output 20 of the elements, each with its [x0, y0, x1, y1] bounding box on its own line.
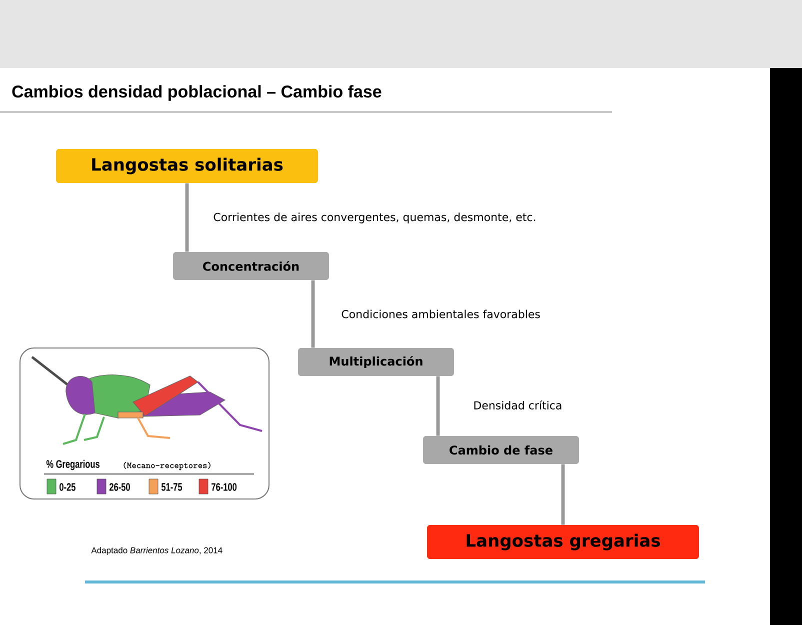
- legend-label: 51-75: [161, 483, 182, 491]
- edge-label: Corrientes de aires convergentes, quemas, desmonte, etc.: [212, 212, 538, 224]
- connector-line: [185, 183, 189, 252]
- legend-subtitle: (Mecano-receptores): [124, 462, 210, 470]
- title-box: Langostas solitarias: [56, 149, 318, 183]
- legend-label: 26-50: [109, 483, 130, 491]
- legend-label: 76-100: [212, 483, 237, 491]
- title-box: Langostas gregarias: [427, 525, 699, 559]
- connector-line: [436, 376, 440, 436]
- title: Cambios densidad poblacional – Cambio fase: [12, 85, 382, 101]
- legend-label: 0-25: [60, 483, 76, 491]
- edge-label: Densidad crítica: [472, 400, 564, 410]
- connector-line: [561, 464, 565, 525]
- source-note: Adaptado Barrientos Lozano, 2014: [91, 547, 222, 555]
- step-box: Concentración: [173, 252, 329, 280]
- legend-title: % Gregarious: [46, 460, 100, 470]
- edge-label: Condiciones ambientales favorables: [340, 308, 542, 320]
- step-box: Cambio de fase: [423, 436, 579, 464]
- connector-line: [311, 280, 315, 348]
- step-box: Multiplicación: [298, 348, 454, 376]
